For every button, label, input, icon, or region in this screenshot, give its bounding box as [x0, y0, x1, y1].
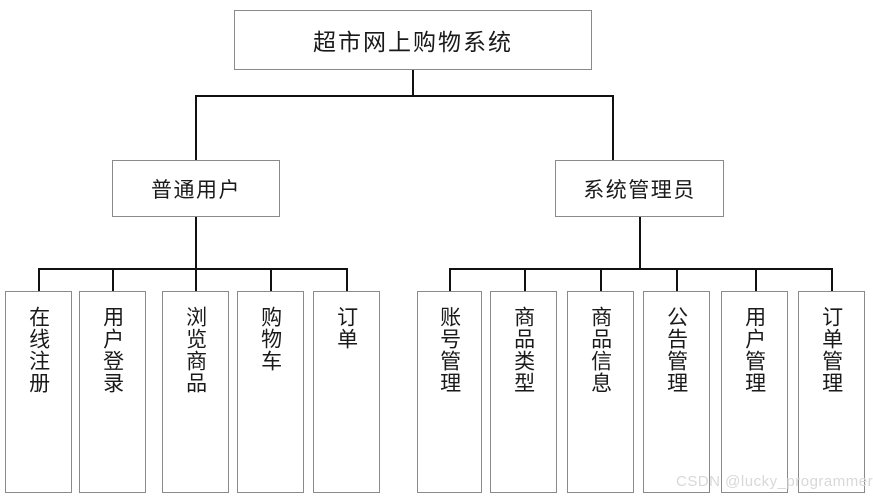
- node-browse-products-label: 浏览商品: [183, 306, 208, 394]
- node-product-info[interactable]: 商品信息: [567, 291, 634, 493]
- connector-drop-f7: [524, 268, 526, 292]
- node-regular-user[interactable]: 普通用户: [112, 160, 280, 217]
- connector-admin-bus: [449, 268, 832, 270]
- node-account-management[interactable]: 账号管理: [417, 291, 482, 493]
- connector-drop-admin: [612, 95, 614, 160]
- connector-drop-f4: [270, 268, 272, 292]
- node-regular-user-label: 普通用户: [151, 177, 241, 202]
- node-system-admin[interactable]: 系统管理员: [555, 160, 724, 217]
- node-shopping-cart[interactable]: 购物车: [237, 291, 304, 493]
- node-order-management[interactable]: 订单管理: [798, 291, 865, 493]
- connector-drop-f3: [195, 268, 197, 292]
- node-online-registration[interactable]: 在线注册: [5, 291, 72, 493]
- connector-roles-bus: [195, 95, 614, 97]
- node-user-management-label: 用户管理: [742, 306, 767, 394]
- connector-drop-f8: [600, 268, 602, 292]
- node-order[interactable]: 订单: [313, 291, 380, 493]
- node-browse-products[interactable]: 浏览商品: [162, 291, 229, 493]
- connector-drop-user: [195, 95, 197, 160]
- node-root[interactable]: 超市网上购物系统: [234, 10, 592, 70]
- connector-drop-f5: [346, 268, 348, 292]
- node-announcement-management-label: 公告管理: [664, 306, 689, 394]
- node-system-admin-label: 系统管理员: [583, 177, 696, 202]
- node-product-info-label: 商品信息: [588, 306, 613, 394]
- node-user-login[interactable]: 用户登录: [79, 291, 146, 493]
- connector-drop-f6: [449, 268, 451, 292]
- node-online-registration-label: 在线注册: [26, 306, 51, 394]
- connector-drop-f1: [38, 268, 40, 292]
- node-product-category-label: 商品类型: [511, 306, 536, 394]
- node-root-label: 超市网上购物系统: [313, 30, 513, 56]
- node-shopping-cart-label: 购物车: [258, 306, 283, 372]
- node-order-label: 订单: [334, 306, 359, 350]
- node-account-management-label: 账号管理: [437, 306, 462, 394]
- connector-drop-f9: [676, 268, 678, 292]
- connector-drop-f11: [831, 268, 833, 292]
- node-product-category[interactable]: 商品类型: [490, 291, 557, 493]
- node-user-login-label: 用户登录: [100, 306, 125, 394]
- connector-admin-stem: [639, 217, 641, 270]
- connector-drop-f2: [112, 268, 114, 292]
- connector-root-stem: [412, 70, 414, 96]
- node-user-management[interactable]: 用户管理: [721, 291, 788, 493]
- connector-drop-f10: [755, 268, 757, 292]
- connector-user-stem: [195, 217, 197, 270]
- node-announcement-management[interactable]: 公告管理: [643, 291, 710, 493]
- node-order-management-label: 订单管理: [819, 306, 844, 394]
- connector-user-bus: [38, 268, 348, 270]
